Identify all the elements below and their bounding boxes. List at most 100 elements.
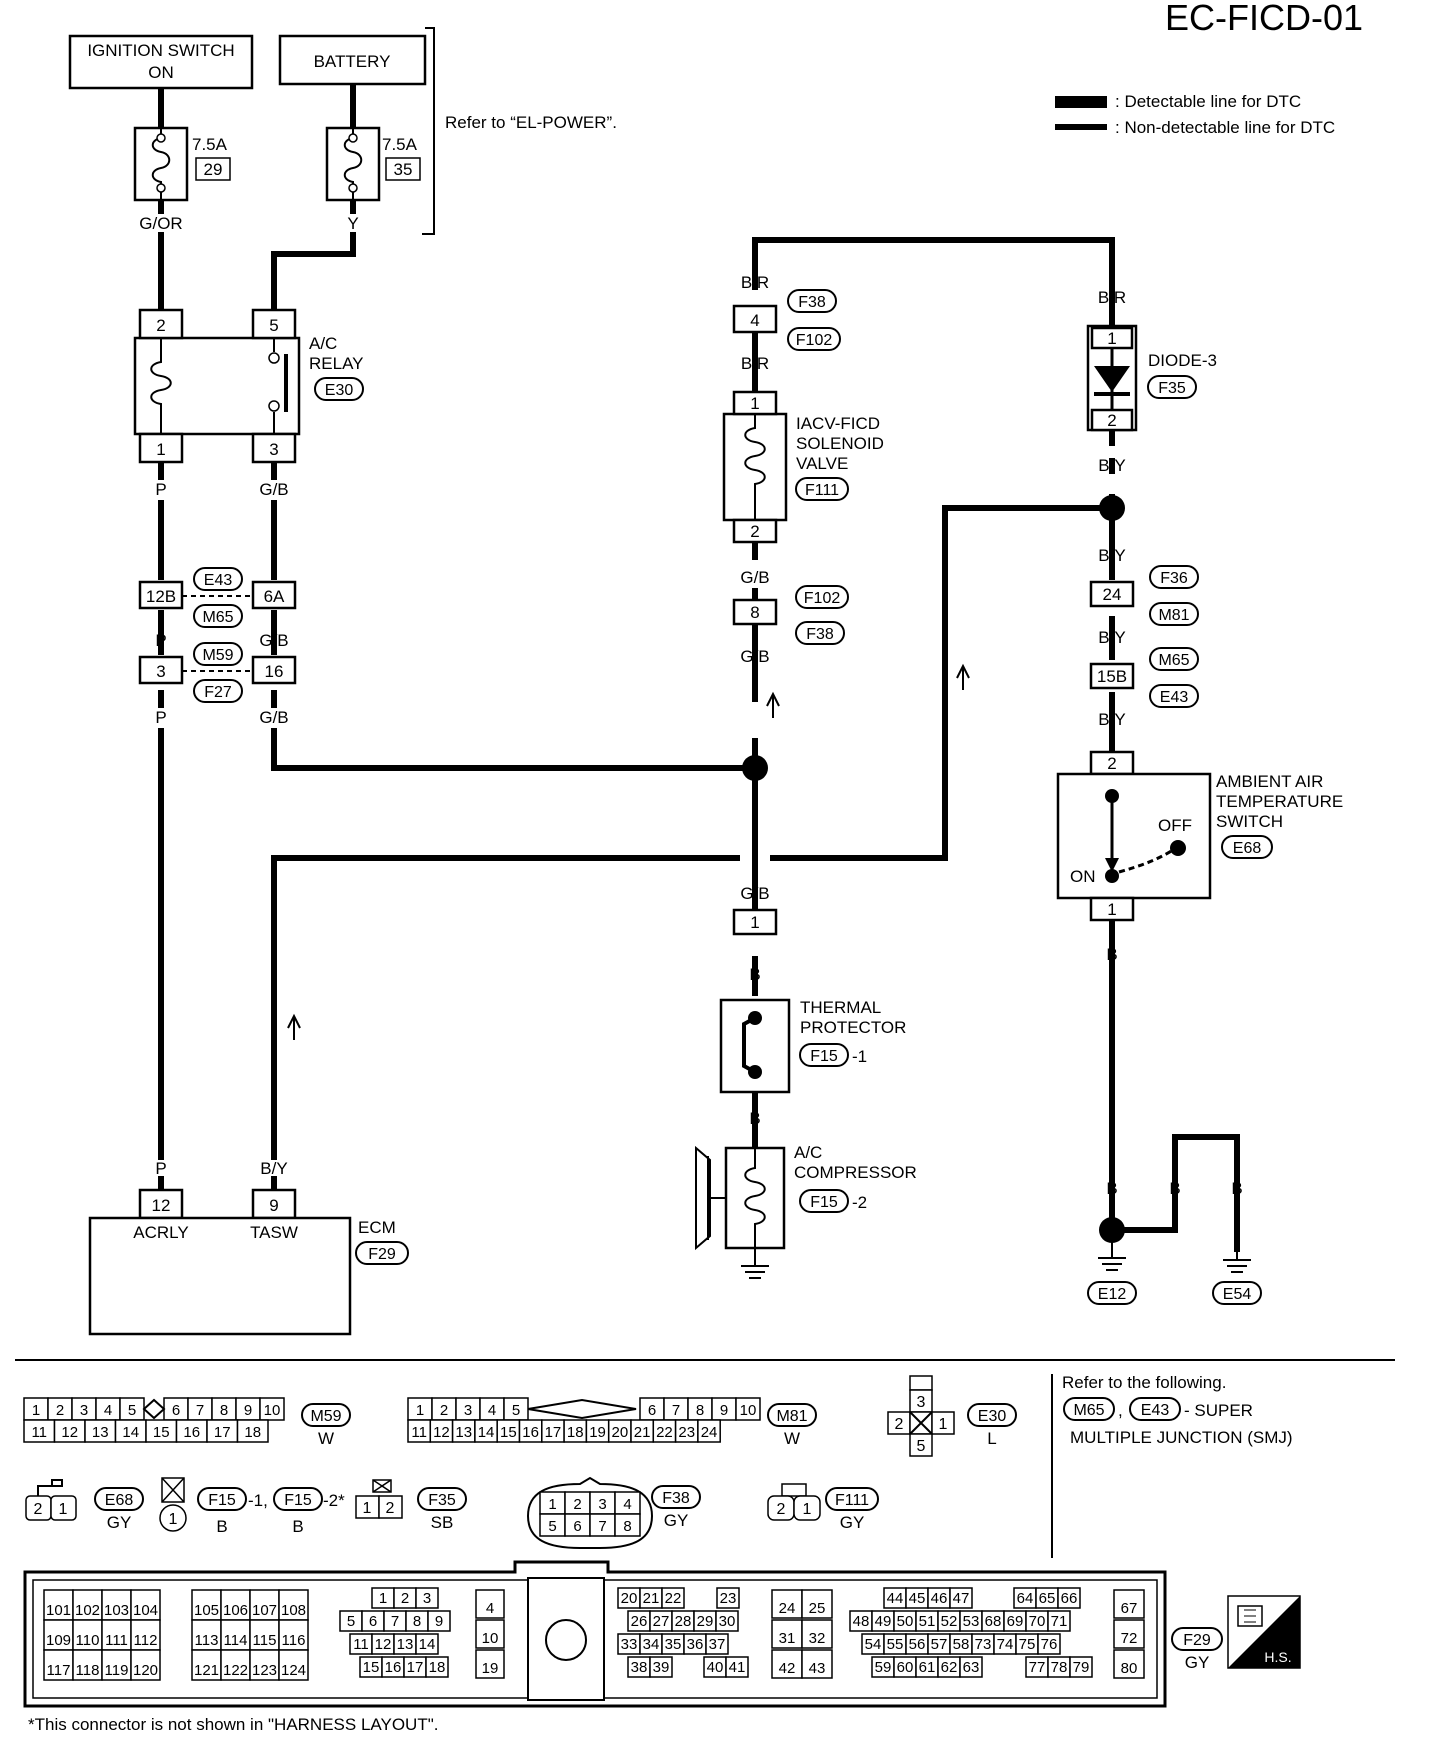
pin-number: 4 [486,1600,494,1617]
pin-cell [220,1589,251,1621]
pin-number: 114 [224,1632,248,1649]
pin-number: 9 [269,1196,278,1215]
pin-number: 24 [701,1424,718,1441]
footnote: *This connector is not shown in "HARNESS… [28,1715,438,1734]
pin-number: 32 [809,1630,826,1647]
connector-tag: E43 [1141,1402,1170,1419]
pin-cell [249,1649,280,1681]
pin-number: 1 [548,1496,556,1513]
junction-dot-ground [1099,1217,1125,1243]
hs-label: H.S. [1264,1649,1291,1665]
connector-view-f111 [767,1483,821,1521]
smj-separator: , [1118,1401,1123,1420]
connector-color: W [318,1429,334,1448]
pin-cell [278,1619,309,1651]
pin-number: 104 [133,1602,158,1619]
connector-tag: F29 [368,1246,396,1263]
pin-number: 76 [1041,1636,1058,1653]
pin-number: 17 [407,1659,424,1676]
pin-number: 21 [634,1424,651,1441]
pin-cell [959,1656,983,1678]
connector-color: W [784,1429,800,1448]
pin-number: 51 [919,1613,936,1630]
pin-number: 34 [643,1636,660,1653]
pin-number: 2 [56,1402,64,1419]
wire-label: B/Y [1098,456,1125,475]
pin-number: 5 [548,1518,556,1535]
pin-number: 2 [440,1402,448,1419]
pin-number: 55 [887,1636,904,1653]
pin-number: 4 [750,311,759,330]
pin-number: 108 [281,1602,306,1619]
ignition-switch-label: IGNITION SWITCH [87,41,234,60]
pin-number: 3 [80,1402,88,1419]
wire-label: G/B [259,631,288,650]
connector-f38-pin4 [732,304,778,334]
component-name: DIODE-3 [1148,351,1217,370]
ecm-terminal-name: TASW [250,1223,298,1242]
pin-number: 8 [696,1402,704,1419]
connector-suffix: -2 [852,1193,867,1212]
connector-tag: F38 [662,1490,690,1507]
pin-number: 13 [397,1636,414,1653]
connector-color: GY [107,1513,132,1532]
pin-number: 72 [1121,1630,1138,1647]
connector-tag: F111 [835,1492,869,1509]
pin-number: 2 [777,1501,786,1518]
pin-number: 65 [1039,1590,1056,1607]
pin-number: 12 [375,1636,392,1653]
pin-number: 8 [220,1402,228,1419]
ecm-terminal-name: ACRLY [133,1223,188,1242]
pin-number: 8 [413,1613,421,1630]
pin-number: 54 [865,1636,882,1653]
pin-number: 1 [750,913,759,932]
pin-number: 10 [264,1402,281,1419]
wire-label: P [155,631,166,650]
component-name: TEMPERATURE [1216,792,1343,811]
pin-number: 50 [897,1613,914,1630]
el-power-ref: Refer to “EL-POWER”. [445,113,617,132]
pin-cell [801,1589,833,1619]
ignition-on-label: ON [148,63,174,82]
connector-tag: F111 [805,482,839,499]
pin-number: 63 [963,1659,980,1676]
pin-cell [43,1589,74,1621]
pin-number: 6 [369,1613,377,1630]
wire-label: B [1106,1179,1117,1198]
pin-number: 80 [1121,1660,1138,1677]
pin-number: 31 [779,1630,796,1647]
pin-number: 111 [105,1632,128,1649]
pin-cell [278,1649,309,1681]
pin-cell [649,1656,673,1678]
connector-tag: E43 [204,572,233,589]
pin-number: 40 [707,1659,724,1676]
pin-number: 26 [631,1613,648,1630]
pin-number: 8 [623,1518,631,1535]
fuse-29-num: 29 [204,160,223,179]
thermal-protector [719,908,791,1094]
switch-on-label: ON [1070,867,1096,886]
connector-tag: M59 [310,1408,341,1425]
switch-off-label: OFF [1158,816,1192,835]
wire-label: B/Y [1098,546,1125,565]
pin-number: 36 [687,1636,704,1653]
pin-number: 102 [75,1602,100,1619]
pin-number: 7 [598,1518,606,1535]
wire-labels: G/OR Y P G/B P G/B P G/B P B/Y B/R B/R G… [139,214,1242,1198]
pin-number: 20 [621,1590,638,1607]
pin-number: 15 [153,1424,170,1441]
joint-m59-f27 [138,655,297,685]
wire-label: P [155,708,166,727]
pin-number: 3 [464,1402,472,1419]
ac-relay [133,308,301,464]
relay-name: A/C [309,334,337,353]
pin-number: 14 [419,1636,436,1653]
relay-pin: 1 [156,440,165,459]
pin-number: 9 [435,1613,443,1630]
pin-cell [130,1649,161,1681]
fuse-29-amp: 7.5A [192,135,228,154]
pin-cell [191,1649,222,1681]
